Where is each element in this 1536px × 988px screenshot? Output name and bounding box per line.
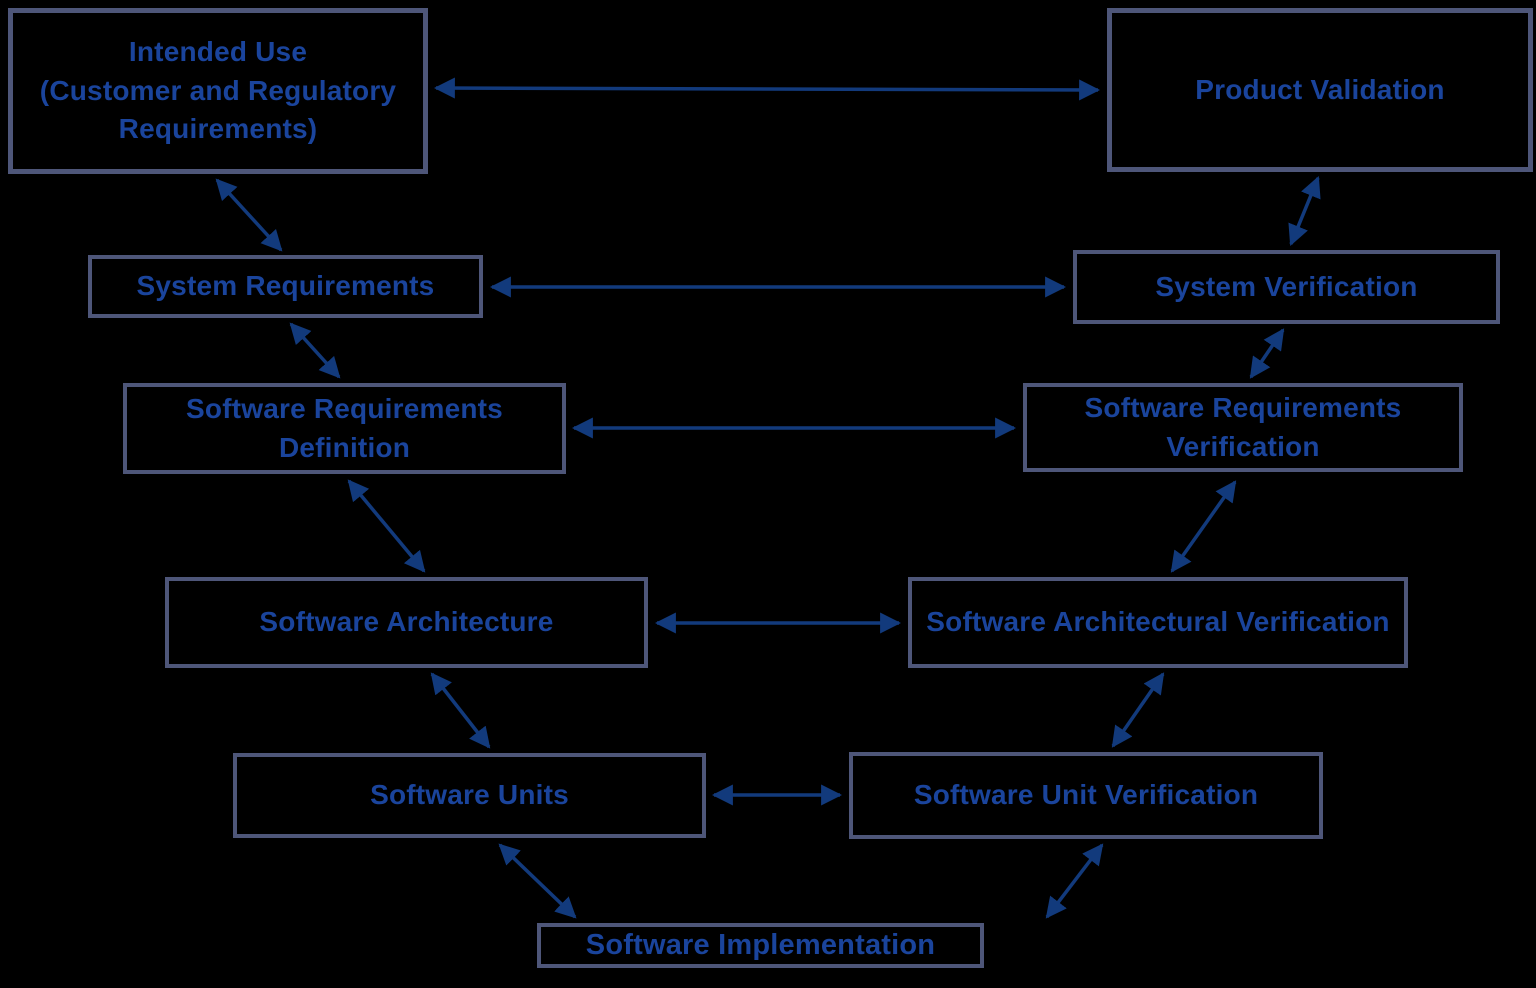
node-software-units: Software Units: [233, 753, 706, 838]
arrow-software-units-software-implementation: [498, 843, 577, 919]
arrow-intended-use-product-validation: [433, 77, 1101, 101]
node-software-requirements-definition: Software Requirements Definition: [123, 383, 566, 474]
node-software-requirements-verification: Software Requirements Verification: [1023, 383, 1463, 472]
arrow-system-requirements-software-requirements-definition: [289, 322, 341, 379]
node-intended-use: Intended Use (Customer and Regulatory Re…: [8, 8, 428, 174]
node-label-line: Software Unit Verification: [913, 779, 1259, 811]
node-software-unit-verification: Software Unit Verification: [849, 752, 1323, 839]
node-label-line: Requirements): [118, 113, 318, 145]
node-system-requirements: System Requirements: [88, 255, 483, 318]
node-label-line: System Requirements: [136, 270, 435, 302]
node-label-line: (Customer and Regulatory: [39, 74, 397, 106]
node-label-line: Software Architectural Verification: [926, 606, 1390, 638]
node-label-line: Software Units: [370, 779, 569, 811]
node-label-line: Software Requirements: [186, 392, 503, 424]
arrow-software-architecture-software-units: [430, 672, 491, 749]
node-software-implementation: Software Implementation: [537, 923, 984, 968]
node-label-line: System Verification: [1155, 270, 1418, 302]
node-label-line: Software Implementation: [585, 929, 936, 961]
node-label-line: Definition: [278, 431, 411, 463]
arrow-intended-use-system-requirements: [215, 178, 283, 252]
node-label-line: Product Validation: [1195, 73, 1445, 105]
node-software-architectural-verification: Software Architectural Verification: [908, 577, 1408, 668]
node-label-line: Software Requirements: [1084, 391, 1402, 423]
arrow-software-requirements-verification-system-verification: [1249, 328, 1285, 379]
node-product-validation: Product Validation: [1107, 8, 1533, 172]
node-label-line: Software Architecture: [259, 606, 554, 638]
node-system-verification: System Verification: [1073, 250, 1500, 324]
node-software-architecture: Software Architecture: [165, 577, 648, 668]
arrow-software-requirements-definition-software-architecture: [347, 479, 426, 573]
node-label-line: Verification: [1166, 430, 1320, 462]
arrow-system-verification-product-validation: [1288, 176, 1321, 246]
node-label-line: Intended Use: [128, 36, 308, 68]
arrow-software-implementation-software-unit-verification: [1045, 843, 1104, 919]
arrow-software-architectural-verification-software-requirements-verification: [1170, 480, 1237, 573]
arrow-software-unit-verification-software-architectural-verification: [1111, 672, 1165, 748]
